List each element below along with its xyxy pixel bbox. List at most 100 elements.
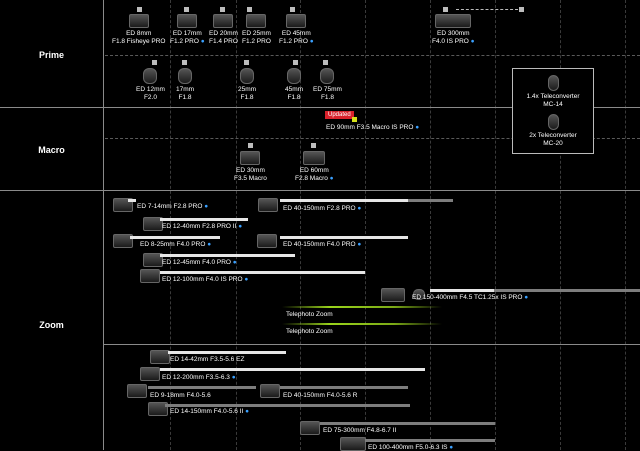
lens-ed-40-150mm-r[interactable]: ED 40-150mm F4.0-5.6 R — [283, 392, 357, 399]
telephoto-zoom-label: Telephoto Zoom — [286, 328, 333, 335]
lens-icon — [140, 367, 160, 381]
lens-ed-40-150mm-f4[interactable]: ED 40-150mm F4.0 PRO ● — [283, 241, 361, 248]
lens-ed-8-25mm[interactable]: ED 8-25mm F4.0 PRO ● — [140, 241, 211, 248]
zoom-bar — [280, 386, 408, 389]
lens-icon — [127, 384, 147, 398]
pro-dot: ● — [307, 38, 314, 45]
pro-marker — [137, 7, 142, 12]
teleconverter-mc20[interactable]: 2x Teleconverter MC-20 — [513, 114, 593, 148]
lens-ed-30mm-macro[interactable]: ED 30mm F3.5 Macro — [234, 151, 267, 183]
lens-name: ED 17mm — [172, 30, 202, 37]
pro-dot: ● — [327, 175, 334, 182]
lens-icon — [260, 384, 280, 398]
lens-icon — [113, 234, 133, 248]
extender-line — [456, 9, 518, 10]
lens-icon — [128, 14, 149, 28]
category-prime: Prime — [38, 50, 64, 60]
pro-dot: ● — [355, 205, 362, 212]
marker — [293, 60, 298, 65]
pro-dot: ● — [447, 444, 454, 451]
lens-icon — [287, 68, 302, 84]
lens-spec: F1.4 PRO — [209, 38, 238, 45]
lens-ed-75-300mm[interactable]: ED 75-300mm F4.8-6.7 II — [323, 427, 396, 434]
lens-name: ED 60mm — [299, 167, 329, 174]
pro-dot: ● — [236, 223, 243, 230]
zoom-bar — [168, 351, 286, 354]
lens-ed-7-14mm[interactable]: ED 7-14mm F2.8 PRO ● — [137, 203, 208, 210]
row-separator — [103, 344, 640, 345]
marker — [182, 60, 187, 65]
lens-17mm[interactable]: 17mm F1.8 — [176, 68, 194, 102]
zoom-bar — [280, 236, 408, 239]
lens-ed-45mm[interactable]: ED 45mm F1.2 PRO ● — [279, 14, 314, 46]
lens-label: ED 40-150mm F2.8 PRO — [283, 205, 356, 212]
lens-ed-12-200mm[interactable]: ED 12-200mm F3.5-6.3 ● — [162, 374, 236, 381]
lens-icon — [240, 68, 255, 84]
lens-25mm[interactable]: 25mm F1.8 — [238, 68, 256, 102]
lens-label: ED 12-45mm F4.0 PRO — [162, 259, 231, 266]
zoom-bar — [320, 422, 495, 425]
lens-icon — [143, 253, 163, 267]
tc-name: 2x Teleconverter — [529, 132, 577, 139]
lens-45mm[interactable]: 45mm F1.8 — [285, 68, 303, 102]
zoom-bar — [430, 289, 494, 292]
zoom-bar — [160, 218, 248, 221]
lens-name: ED 75mm — [313, 86, 342, 93]
lens-ed-9-18mm[interactable]: ED 9-18mm F4.0-5.6 — [150, 392, 211, 399]
lens-label: ED 40-150mm F4.0-5.6 R — [283, 392, 358, 399]
lens-ed-300mm[interactable]: ED 300mm F4.0 IS PRO ● — [432, 14, 475, 46]
lens-icon — [320, 68, 335, 84]
lens-ed-150-400mm[interactable]: ED 150-400mm F4.5 TC1.25x IS PRO ● — [412, 294, 528, 301]
lens-spec: F1.8 — [240, 94, 254, 101]
pro-dot: ● — [522, 294, 529, 301]
lens-ed-17mm[interactable]: ED 17mm F1.2 PRO ● — [170, 14, 205, 46]
lens-ed-14-42mm-ez[interactable]: ED 14-42mm F3.5-5.6 EZ — [170, 356, 244, 363]
lens-label: ED 14-150mm F4.0-5.6 II — [170, 408, 244, 415]
lens-label: ED 9-18mm F4.0-5.6 — [150, 392, 211, 399]
lens-icon — [148, 402, 168, 416]
pro-dot: ● — [202, 203, 209, 210]
zoom-bar — [148, 386, 256, 389]
lens-ed-12-45mm[interactable]: ED 12-45mm F4.0 PRO ● — [162, 259, 237, 266]
lens-label: ED 40-150mm F4.0 PRO — [283, 241, 356, 248]
lens-ed-90mm-macro[interactable]: ED 90mm F3.5 Macro IS PRO ● — [326, 124, 419, 131]
pro-dot: ● — [413, 124, 420, 131]
lens-ed-8mm[interactable]: ED 8mm F1.8 Fisheye PRO — [112, 14, 165, 46]
marker — [248, 143, 253, 148]
lens-name: 25mm — [238, 86, 257, 93]
lens-icon — [286, 14, 307, 28]
lens-ed-100-400mm[interactable]: ED 100-400mm F5.0-6.3 IS ● — [368, 444, 453, 451]
lens-ed-12-40mm[interactable]: ED 12-40mm F2.8 PRO II ● — [162, 223, 242, 230]
lens-label: ED 12-100mm F4.0 IS PRO — [162, 276, 243, 283]
pro-marker — [290, 7, 295, 12]
tc-sub: MC-14 — [543, 101, 563, 108]
tc-sub: MC-20 — [543, 140, 563, 147]
row-separator — [105, 55, 640, 56]
lens-ed-75mm[interactable]: ED 75mm F1.8 — [313, 68, 342, 102]
tc-name: 1.4x Teleconverter — [526, 93, 580, 100]
lens-spec: F1.8 — [178, 94, 192, 101]
lens-ed-60mm-macro[interactable]: ED 60mm F2.8 Macro ● — [295, 151, 334, 183]
lens-ed-12mm[interactable]: ED 12mm F2.0 — [136, 68, 165, 102]
pro-marker — [220, 7, 225, 12]
pro-dot: ● — [231, 259, 237, 266]
zoom-bar — [165, 404, 410, 407]
telephoto-zoom-label: Telephoto Zoom — [286, 311, 333, 318]
category-macro: Macro — [38, 145, 65, 155]
lens-icon — [258, 198, 278, 212]
lens-spec: F2.0 — [143, 94, 157, 101]
lens-ed-14-150mm[interactable]: ED 14-150mm F4.0-5.6 II ● — [170, 408, 249, 415]
lens-icon — [150, 350, 170, 364]
lens-ed-40-150mm-f28[interactable]: ED 40-150mm F2.8 PRO ● — [283, 205, 361, 212]
lens-ed-25mm[interactable]: ED 25mm F1.2 PRO — [242, 14, 271, 46]
pro-marker — [443, 7, 448, 12]
lens-icon — [303, 151, 326, 165]
lens-icon — [213, 14, 234, 28]
lens-ed-20mm[interactable]: ED 20mm F1.4 PRO — [209, 14, 238, 46]
teleconverter-icon — [547, 114, 559, 130]
teleconverter-mc14[interactable]: 1.4x Teleconverter MC-14 — [513, 75, 593, 109]
lens-icon — [413, 289, 425, 300]
lens-spec: F1.8 Fisheye PRO — [112, 38, 166, 45]
lens-ed-12-100mm[interactable]: ED 12-100mm F4.0 IS PRO ● — [162, 276, 248, 283]
